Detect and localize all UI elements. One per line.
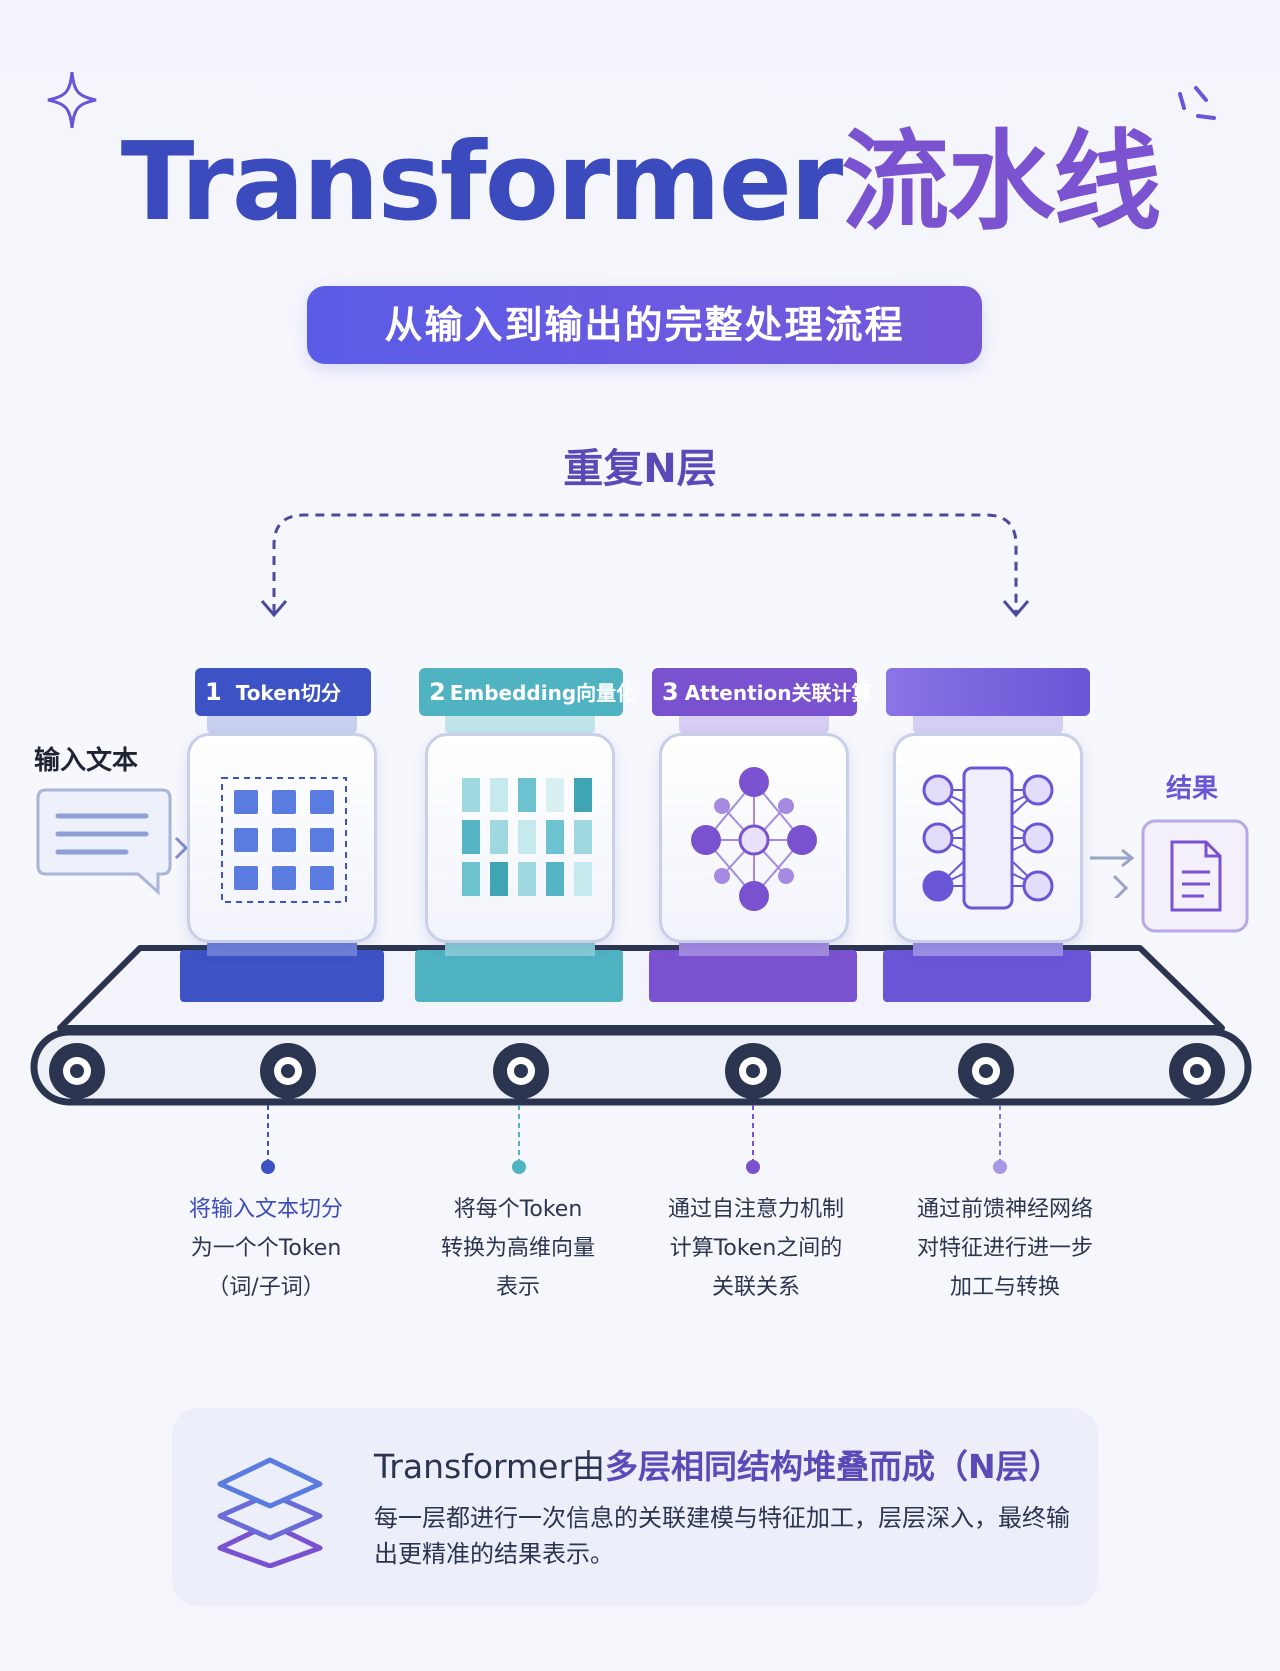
step-connectors — [261, 1105, 1007, 1174]
step-1-stem — [207, 716, 357, 734]
step-3-description: 通过自注意力机制 计算Token之间的 关联关系 — [641, 1190, 871, 1307]
roller — [1169, 1043, 1225, 1099]
input-label: 输入文本 — [34, 746, 139, 776]
step-4-description: 通过前馈神经网络 对特征进行进一步 加工与转换 — [890, 1190, 1120, 1307]
subtitle-banner: 从输入到输出的完整处理流程 — [307, 286, 982, 364]
step-1-desc-line: 将输入文本切分 — [188, 1197, 343, 1222]
sparkle-icon — [47, 71, 97, 129]
summary-body: 每一层都进行一次信息的关联建模与特征加工，层层深入，最终输出更精准的结果表示。 — [374, 1504, 1070, 1568]
step-4-desc-line: 加工与转换 — [949, 1275, 1060, 1300]
title-zh: 流水线 — [841, 120, 1161, 245]
roller — [260, 1043, 316, 1099]
roller — [958, 1043, 1014, 1099]
repeat-loop-arrow — [260, 513, 1030, 618]
step-1-description: 将输入文本切分 为一个个Token （词/子词） — [151, 1190, 381, 1307]
roller — [725, 1043, 781, 1099]
step-4-desc-line: 通过前馈神经网络 — [916, 1197, 1093, 1222]
feedforward-network-icon — [922, 766, 1054, 910]
step-3-card — [659, 733, 849, 943]
step-1-number: 1 — [205, 678, 222, 706]
embedding-vectors-icon — [462, 778, 592, 896]
step-1-card — [187, 733, 377, 943]
step-2-desc-line: 将每个Token — [453, 1197, 583, 1222]
step-2-base — [415, 950, 623, 1002]
step-2-description: 将每个Token 转换为高维向量 表示 — [403, 1190, 633, 1307]
arrow-right-icon — [1090, 848, 1135, 898]
title-en: Transformer — [120, 120, 844, 245]
step-3-base — [649, 950, 857, 1002]
roller — [49, 1043, 105, 1099]
step-2-label: Embedding向量化 — [449, 681, 637, 705]
text-message-icon — [36, 788, 189, 896]
step-2-desc-line: 转换为高维向量 — [440, 1236, 595, 1261]
step-3-number: 3 — [662, 678, 679, 706]
step-4-base — [883, 950, 1091, 1002]
result-label: 结果 — [1166, 774, 1219, 804]
step-4-desc-line: 对特征进行进一步 — [916, 1236, 1093, 1261]
step-1-tag: 1 Token切分 — [195, 668, 371, 716]
roller — [493, 1043, 549, 1099]
step-2-desc-line: 表示 — [495, 1275, 540, 1300]
summary-title-suffix: 而成（N层） — [869, 1447, 1062, 1486]
step-1-base — [180, 950, 384, 1002]
step-2-number: 2 — [429, 678, 446, 706]
summary-panel — [172, 1408, 1098, 1606]
summary-title-highlight: 多层相同结构堆叠 — [605, 1447, 870, 1486]
page-title: Transformer流水线 — [0, 118, 1280, 248]
step-3-desc-line: 通过自注意力机制 — [667, 1197, 844, 1222]
step-3-stem — [679, 716, 829, 734]
step-1-desc-line: （词/子词） — [207, 1275, 325, 1300]
step-2-stem — [445, 716, 595, 734]
document-icon — [1141, 819, 1249, 933]
attention-network-icon — [691, 767, 817, 911]
step-4-tag — [886, 668, 1090, 716]
layers-stack-icon — [217, 1457, 323, 1568]
summary-title-prefix: Transformer由 — [374, 1447, 606, 1486]
step-3-label: Attention关联计算 — [684, 681, 872, 705]
step-4-card — [893, 733, 1083, 943]
step-2-card — [425, 733, 615, 943]
token-grid-icon — [221, 777, 347, 903]
accent-lines-icon — [1178, 86, 1216, 120]
step-3-desc-line: 关联关系 — [711, 1275, 800, 1300]
summary-title: Transformer由多层相同结构堆叠而成（N层） — [374, 1440, 1062, 1488]
step-1-desc-line: 为一个个Token — [190, 1236, 342, 1261]
step-4-stem — [913, 716, 1063, 734]
step-3-desc-line: 计算Token之间的 — [669, 1236, 843, 1261]
step-1-label: Token切分 — [235, 681, 341, 705]
repeat-label: 重复N层 — [563, 446, 717, 492]
